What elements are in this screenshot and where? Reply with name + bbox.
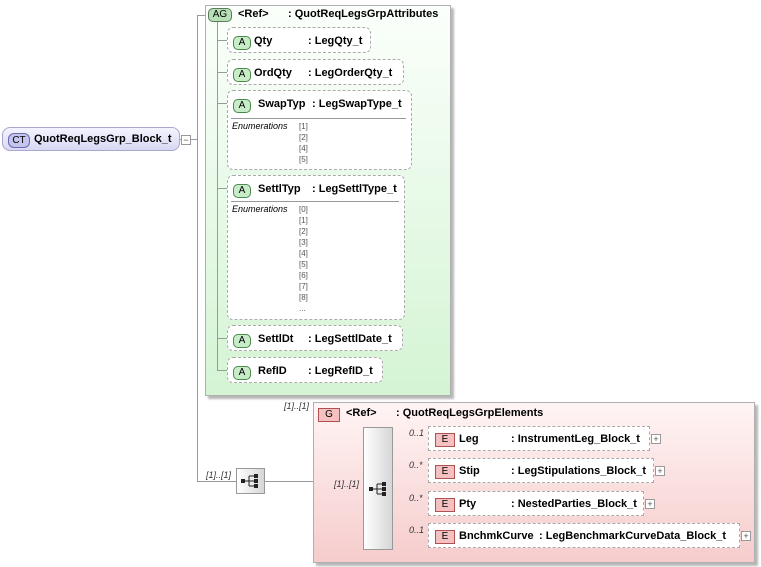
- element-occurrence: 0..1: [409, 428, 425, 438]
- enum-value: [3]: [299, 238, 308, 247]
- connector-line: [197, 481, 236, 482]
- enum-value: [0]: [299, 205, 308, 214]
- attribute-separator: [231, 118, 406, 119]
- enum-value: [4]: [299, 249, 308, 258]
- enum-value: ...: [299, 304, 306, 313]
- sequence-occurrence: [1]..[1]: [206, 470, 232, 480]
- attribute-group-ref: <Ref>: [238, 8, 269, 20]
- attribute-branch: [217, 40, 230, 41]
- sequence-icon: [369, 482, 386, 496]
- element-type: : LegStipulations_Block_t: [511, 465, 647, 477]
- attribute-branch: [217, 72, 230, 73]
- attribute-badge: A: [233, 334, 251, 348]
- attribute-qty[interactable]: A Qty : LegQty_t: [227, 27, 371, 53]
- expand-icon[interactable]: +: [645, 499, 655, 509]
- attribute-swaptyp[interactable]: A SwapTyp : LegSwapType_t Enumerations […: [227, 90, 412, 170]
- attribute-tree-line: [217, 22, 218, 370]
- enum-value: [4]: [299, 144, 308, 153]
- attribute-name: SettlTyp: [258, 183, 301, 195]
- element-badge: E: [435, 530, 455, 544]
- enumerations-label: Enumerations: [232, 204, 288, 214]
- expand-icon[interactable]: +: [651, 434, 661, 444]
- enum-value: [7]: [299, 282, 308, 291]
- attribute-separator: [231, 201, 399, 202]
- attribute-name: SettlDt: [258, 333, 294, 345]
- enumeration-list: [0] [1] [2] [3] [4] [5] [6] [7] [8] ...: [299, 204, 308, 314]
- element-group-name: : QuotReqLegsGrpElements: [396, 407, 544, 419]
- element-occurrence: 0..1: [409, 525, 425, 535]
- element-leg[interactable]: E Leg : InstrumentLeg_Block_t: [428, 426, 650, 451]
- enum-value: [6]: [299, 271, 308, 280]
- attribute-group-name: : QuotReqLegsGrpAttributes: [288, 8, 439, 20]
- attribute-branch: [217, 370, 230, 371]
- enum-value: [1]: [299, 122, 308, 131]
- element-badge: E: [435, 498, 455, 512]
- element-name: Stip: [459, 465, 480, 477]
- element-occurrence: 0..*: [409, 460, 423, 470]
- enum-value: [1]: [299, 216, 308, 225]
- enum-value: [5]: [299, 260, 308, 269]
- element-badge: E: [435, 465, 455, 479]
- attribute-type: : LegSwapType_t: [312, 98, 402, 110]
- sequence-compositor-icon[interactable]: [363, 427, 393, 550]
- attribute-name: SwapTyp: [258, 98, 306, 110]
- attribute-group-badge: AG: [208, 8, 232, 22]
- complex-type-name: QuotReqLegsGrp_Block_t: [34, 133, 172, 145]
- complex-type-badge: CT: [8, 133, 30, 148]
- attribute-type: : LegSettlDate_t: [308, 333, 392, 345]
- element-badge: E: [435, 433, 455, 447]
- attribute-badge: A: [233, 99, 251, 113]
- expand-icon[interactable]: +: [741, 531, 751, 541]
- enum-value: [5]: [299, 155, 308, 164]
- element-pty[interactable]: E Pty : NestedParties_Block_t: [428, 491, 644, 516]
- element-name: Pty: [459, 498, 477, 510]
- attribute-settldt[interactable]: A SettlDt : LegSettlDate_t: [227, 325, 403, 351]
- element-stip[interactable]: E Stip : LegStipulations_Block_t: [428, 458, 654, 483]
- element-group-ref: <Ref>: [346, 407, 377, 419]
- element-bnchmkcurve[interactable]: E BnchmkCurve : LegBenchmarkCurveData_Bl…: [428, 523, 740, 548]
- attribute-branch: [217, 188, 230, 189]
- attribute-refid[interactable]: A RefID : LegRefID_t: [227, 357, 383, 383]
- attribute-badge: A: [233, 366, 251, 380]
- sequence-icon: [241, 474, 258, 488]
- attribute-badge: A: [233, 36, 251, 50]
- attribute-name: OrdQty: [254, 67, 292, 79]
- expand-icon[interactable]: +: [655, 466, 665, 476]
- attribute-badge: A: [233, 184, 251, 198]
- enum-value: [2]: [299, 133, 308, 142]
- inner-sequence-occurrence: [1]..[1]: [334, 479, 360, 489]
- attribute-type: : LegRefID_t: [308, 365, 373, 377]
- connector-line: [197, 15, 198, 482]
- element-type: : LegBenchmarkCurveData_Block_t: [539, 530, 727, 542]
- enum-value: [2]: [299, 227, 308, 236]
- enumeration-list: [1] [2] [4] [5]: [299, 121, 308, 165]
- element-type: : NestedParties_Block_t: [511, 498, 637, 510]
- element-name: Leg: [459, 433, 479, 445]
- element-name: BnchmkCurve: [459, 530, 534, 542]
- element-type: : InstrumentLeg_Block_t: [511, 433, 640, 445]
- element-group-badge: G: [318, 408, 340, 422]
- attribute-type: : LegOrderQty_t: [308, 67, 393, 79]
- enum-value: [8]: [299, 293, 308, 302]
- attribute-branch: [217, 338, 230, 339]
- element-occurrence: 0..*: [409, 493, 423, 503]
- attribute-type: : LegSettlType_t: [312, 183, 397, 195]
- attribute-name: Qty: [254, 35, 273, 47]
- attribute-settltyp[interactable]: A SettlTyp : LegSettlType_t Enumerations…: [227, 175, 405, 320]
- attribute-ordqty[interactable]: A OrdQty : LegOrderQty_t: [227, 59, 404, 85]
- attribute-branch: [217, 103, 230, 104]
- sequence-compositor-icon[interactable]: [236, 468, 265, 494]
- attribute-name: RefID: [258, 365, 287, 377]
- connector-line: [197, 15, 209, 16]
- group-occurrence: [1]..[1]: [284, 401, 310, 411]
- attribute-type: : LegQty_t: [308, 35, 363, 47]
- enumerations-label: Enumerations: [232, 121, 288, 131]
- collapse-icon[interactable]: −: [181, 135, 191, 145]
- attribute-badge: A: [233, 68, 251, 82]
- complex-type-node[interactable]: CT QuotReqLegsGrp_Block_t: [2, 127, 180, 151]
